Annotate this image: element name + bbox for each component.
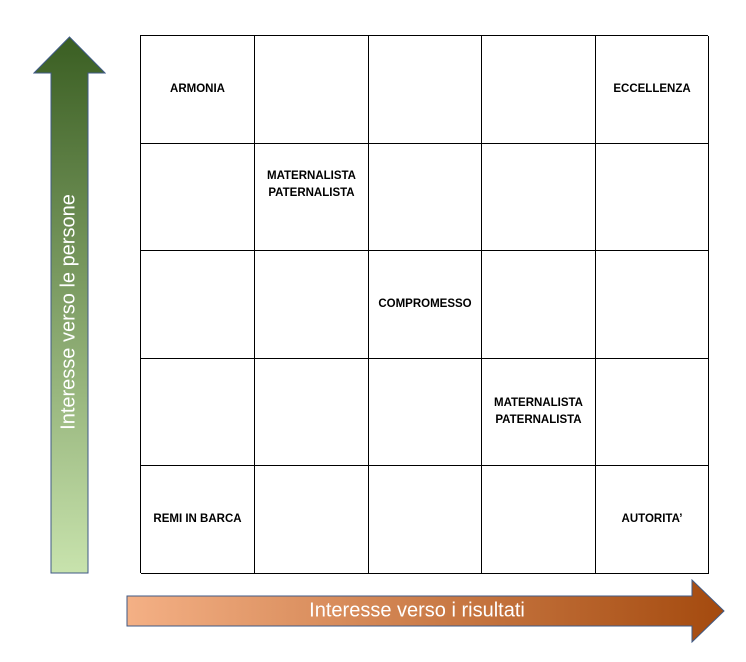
- grid-cell-r2-c5: [596, 144, 709, 251]
- results-axis-arrow: [126, 579, 725, 643]
- grid-cell-r2-c4: [482, 144, 596, 251]
- grid-cell-r4-c1: [141, 359, 255, 466]
- grid-cell-r5-c1: REMI IN BARCA: [141, 466, 255, 574]
- grid-cell-r3-c3: COMPROMESSO: [369, 251, 482, 359]
- grid-cell-r5-c3: [369, 466, 482, 574]
- grid-cell-r1-c1: ARMONIA: [141, 36, 255, 144]
- people-axis-arrow: [33, 36, 106, 574]
- grid-cell-r3-c4: [482, 251, 596, 359]
- cell-label-maternalista-paternalista: MATERNALISTA PATERNALISTA: [493, 397, 583, 426]
- grid-cell-r4-c4: MATERNALISTA PATERNALISTA: [482, 359, 596, 466]
- grid-cell-r1-c5: ECCELLENZA: [596, 36, 709, 144]
- cell-label-autorita: AUTORITA’: [621, 513, 683, 526]
- cell-label-remi-in-barca: REMI IN BARCA: [153, 513, 242, 526]
- grid-cell-r1-c2: [255, 36, 369, 144]
- people-axis-label: Interesse verso le persone: [57, 194, 80, 430]
- cell-label-eccellenza: ECCELLENZA: [613, 83, 691, 96]
- grid-cell-r1-c4: [482, 36, 596, 144]
- cell-label-compromesso: COMPROMESSO: [378, 298, 472, 311]
- grid-cell-r3-c5: [596, 251, 709, 359]
- grid-cell-r4-c5: [596, 359, 709, 466]
- grid-cell-r5-c2: [255, 466, 369, 574]
- grid-cell-r3-c2: [255, 251, 369, 359]
- grid-cell-r4-c2: [255, 359, 369, 466]
- grid-cell-r3-c1: [141, 251, 255, 359]
- grid-cell-r4-c3: [369, 359, 482, 466]
- grid-cell-r5-c4: [482, 466, 596, 574]
- grid-cell-r2-c2: MATERNALISTA PATERNALISTA: [255, 144, 369, 251]
- grid-cell-r2-c1: [141, 144, 255, 251]
- management-style-grid: ARMONIA ECCELLENZA MATERNALISTA PATERNAL…: [140, 35, 709, 574]
- cell-label-maternalista-paternalista: MATERNALISTA PATERNALISTA: [266, 170, 356, 199]
- grid-cell-r5-c5: AUTORITA’: [596, 466, 709, 574]
- grid-cell-r1-c3: [369, 36, 482, 144]
- results-axis-label: Interesse verso i risultati: [309, 599, 525, 622]
- cell-label-armonia: ARMONIA: [170, 83, 225, 96]
- grid-cell-r2-c3: [369, 144, 482, 251]
